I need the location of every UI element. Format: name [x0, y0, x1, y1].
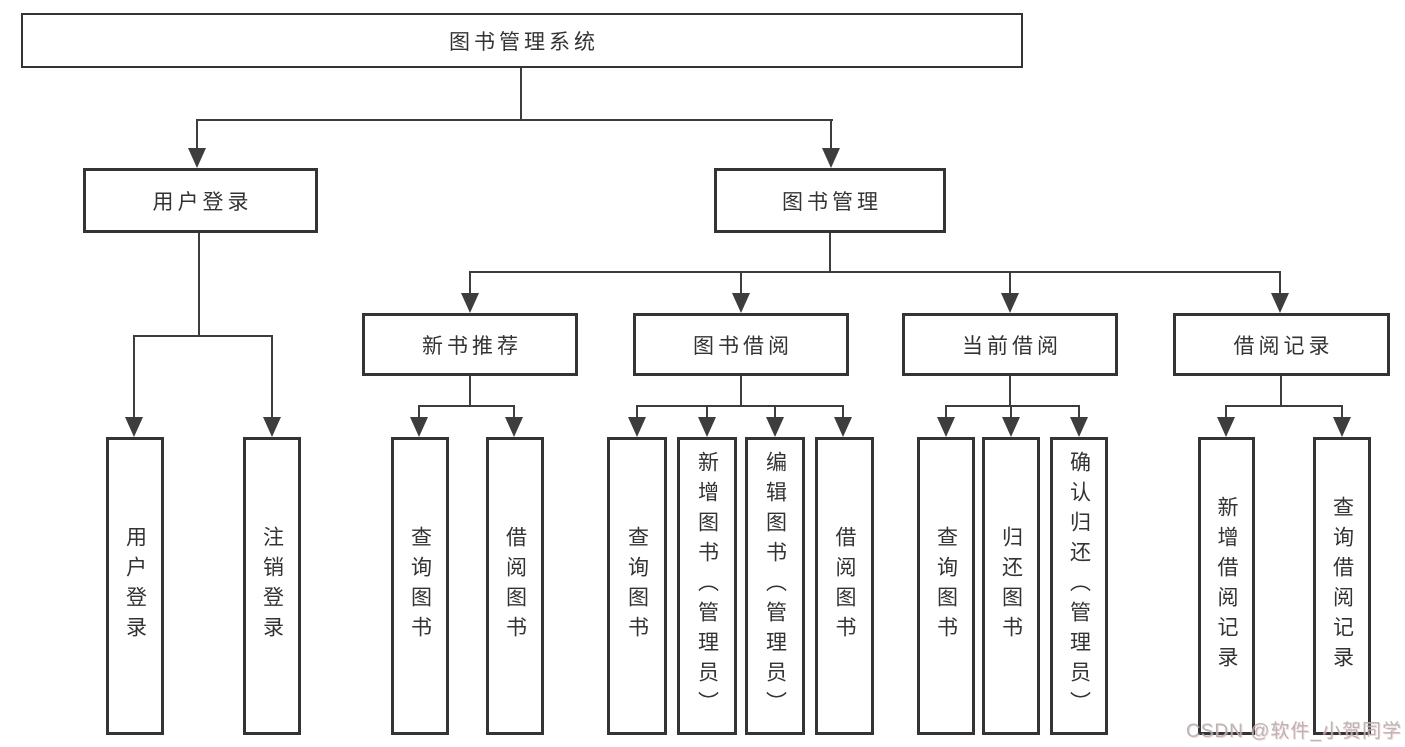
- arrowhead-borrow-book-nb: [505, 417, 523, 437]
- leaf-add-book-label: 新增图书（管理员）: [695, 451, 719, 721]
- leaf-user-login-label: 用户登录: [123, 526, 147, 646]
- node-book-borrow-label: 图书借阅: [693, 334, 793, 358]
- connector-book-mgmt-rail: [469, 271, 1281, 273]
- leaf-add-book: 新增图书（管理员）: [677, 437, 737, 735]
- leaf-user-login: 用户登录: [106, 437, 164, 735]
- connector-book-borrow-rail: [636, 405, 844, 407]
- node-user-login: 用户登录: [83, 168, 318, 233]
- node-book-mgmt: 图书管理: [714, 168, 946, 233]
- connector-borrow-records-rail: [1225, 405, 1343, 407]
- connector-book-mgmt-stem: [829, 233, 831, 271]
- arrowhead-book-borrow: [732, 293, 750, 313]
- leaf-return-book: 归还图书: [982, 437, 1040, 735]
- connector-borrow-records-stem: [1280, 376, 1282, 405]
- connector-drop-borrow-book-nb: [513, 405, 515, 417]
- node-root-label: 图书管理系统: [449, 30, 599, 54]
- connector-root-rail: [197, 119, 833, 121]
- node-user-login-label: 用户登录: [152, 190, 253, 214]
- connector-current-borrow-stem: [1009, 376, 1011, 405]
- leaf-return-book-label: 归还图书: [999, 526, 1023, 646]
- node-current-borrow: 当前借阅: [902, 313, 1118, 376]
- leaf-query-book-borrow-label: 查询图书: [625, 526, 649, 646]
- connector-drop-leaf-logout: [271, 335, 273, 417]
- leaf-logout: 注销登录: [243, 437, 301, 735]
- leaf-borrow-book-borrow-label: 借阅图书: [833, 526, 856, 646]
- arrowhead-borrow-book-bb: [834, 417, 852, 437]
- connector-drop-add-book: [706, 405, 708, 417]
- leaf-confirm-return-label: 确认归还（管理员）: [1067, 451, 1091, 721]
- connector-drop-borrow-records: [1279, 271, 1281, 293]
- connector-drop-query-book-cb: [945, 405, 947, 417]
- connector-drop-edit-book: [774, 405, 776, 417]
- leaf-query-book-current: 查询图书: [917, 437, 975, 735]
- leaf-edit-book-label: 编辑图书（管理员）: [763, 451, 787, 721]
- connector-drop-current-borrow: [1009, 271, 1011, 293]
- leaf-borrow-book-newbook: 借阅图书: [486, 437, 544, 735]
- arrowhead-current-borrow: [1001, 293, 1019, 313]
- leaf-logout-label: 注销登录: [260, 526, 284, 646]
- node-book-borrow: 图书借阅: [633, 313, 849, 376]
- node-new-book-rec: 新书推荐: [362, 313, 578, 376]
- arrowhead-return-book: [1002, 417, 1020, 437]
- leaf-query-book-newbook-label: 查询图书: [408, 526, 432, 646]
- connector-user-login-rail: [133, 335, 273, 337]
- node-current-borrow-label: 当前借阅: [962, 334, 1062, 358]
- connector-drop-query-book-nb: [418, 405, 420, 417]
- connector-drop-new-book-rec: [469, 271, 471, 293]
- leaf-query-book-current-label: 查询图书: [934, 526, 958, 646]
- leaf-query-book-newbook: 查询图书: [391, 437, 449, 735]
- arrowhead-add-record: [1217, 417, 1235, 437]
- arrowhead-leaf-user-login: [125, 417, 143, 437]
- node-borrow-records-label: 借阅记录: [1233, 334, 1334, 358]
- connector-drop-return-book: [1010, 405, 1012, 417]
- arrowhead-add-book: [698, 417, 716, 437]
- arrowhead-query-record: [1333, 417, 1351, 437]
- connector-drop-user-login: [196, 119, 198, 150]
- arrowhead-book-mgmt: [822, 148, 840, 168]
- leaf-edit-book: 编辑图书（管理员）: [745, 437, 805, 735]
- leaf-query-book-borrow: 查询图书: [607, 437, 667, 735]
- node-new-book-rec-label: 新书推荐: [422, 334, 522, 358]
- connector-drop-borrow-book-bb: [842, 405, 844, 417]
- connector-drop-confirm-return: [1078, 405, 1080, 417]
- connector-book-borrow-stem: [740, 376, 742, 405]
- arrowhead-query-book-cb: [937, 417, 955, 437]
- leaf-add-borrow-record-label: 新增借阅记录: [1215, 496, 1238, 676]
- connector-drop-query-book-bb: [636, 405, 638, 417]
- node-root: 图书管理系统: [21, 13, 1023, 68]
- connector-drop-book-borrow: [740, 271, 742, 293]
- node-book-mgmt-label: 图书管理: [782, 190, 882, 214]
- leaf-query-borrow-record-label: 查询借阅记录: [1330, 496, 1354, 676]
- leaf-borrow-book-borrow: 借阅图书: [815, 437, 874, 735]
- leaf-query-borrow-record: 查询借阅记录: [1313, 437, 1371, 735]
- connector-drop-book-mgmt: [830, 119, 832, 150]
- connector-drop-add-record: [1225, 405, 1227, 417]
- leaf-borrow-book-newbook-label: 借阅图书: [503, 526, 527, 646]
- connector-new-book-rec-rail: [418, 405, 515, 407]
- arrowhead-query-book-nb: [410, 417, 428, 437]
- connector-current-borrow-rail: [945, 405, 1080, 407]
- connector-user-login-stem: [198, 233, 200, 335]
- arrowhead-confirm-return: [1070, 417, 1088, 437]
- arrowhead-edit-book: [766, 417, 784, 437]
- arrowhead-leaf-logout: [263, 417, 281, 437]
- arrowhead-new-book-rec: [461, 293, 479, 313]
- csdn-watermark: CSDN @软件_小贺同学: [1186, 721, 1402, 742]
- arrowhead-user-login: [188, 148, 206, 168]
- node-borrow-records: 借阅记录: [1173, 313, 1390, 376]
- arrowhead-borrow-records: [1271, 293, 1289, 313]
- arrowhead-query-book-bb: [628, 417, 646, 437]
- connector-drop-query-record: [1341, 405, 1343, 417]
- connector-root-stem: [520, 68, 522, 119]
- connector-drop-leaf-user-login: [133, 335, 135, 417]
- connector-new-book-rec-stem: [469, 376, 471, 405]
- leaf-add-borrow-record: 新增借阅记录: [1198, 437, 1255, 735]
- leaf-confirm-return: 确认归还（管理员）: [1050, 437, 1108, 735]
